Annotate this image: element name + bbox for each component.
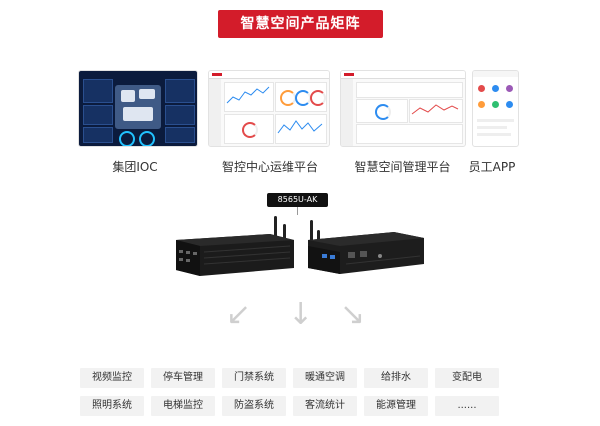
hardware-model-label: 8565U-AK [267, 193, 328, 207]
app-icon [492, 101, 499, 108]
ioc-panel [165, 105, 195, 125]
section-title-banner: 智慧空间产品矩阵 [218, 10, 383, 38]
product-caption-space-management: 智慧空间管理平台 [354, 160, 451, 174]
product-screenshot-ioc[interactable] [78, 70, 198, 147]
ioc-panel [83, 105, 113, 125]
arrow-down-left-icon: ↙ [226, 297, 252, 332]
dash-card [275, 114, 327, 144]
dash-card [356, 124, 463, 144]
app-icon [492, 85, 499, 92]
dash-sidebar [341, 79, 353, 146]
system-cell: ...... [435, 396, 499, 416]
ioc-panel [83, 79, 113, 103]
dash-topbar [209, 71, 329, 79]
system-cell: 给排水 [364, 368, 428, 388]
system-cell: 门禁系统 [222, 368, 286, 388]
ioc-gauge [119, 131, 135, 146]
dash-card [275, 82, 327, 112]
product-screenshot-space-management[interactable] [340, 70, 466, 147]
section-title: 智慧空间产品矩阵 [240, 16, 361, 32]
system-cell: 照明系统 [80, 396, 144, 416]
system-cell: 停车管理 [151, 368, 215, 388]
ioc-panel [83, 127, 113, 143]
app-icon [478, 85, 485, 92]
dash-card [356, 82, 463, 98]
product-caption-employee-app: 员工APP [468, 160, 516, 174]
ioc-panel [165, 79, 195, 103]
ioc-gauge [139, 131, 155, 146]
dash-topbar [341, 71, 465, 79]
product-screenshot-ops-center[interactable] [208, 70, 330, 147]
router-device-icon [176, 216, 424, 276]
system-cell: 变配电 [435, 368, 499, 388]
system-cell: 电梯监控 [151, 396, 215, 416]
app-icon [506, 101, 513, 108]
system-cell: 能源管理 [364, 396, 428, 416]
product-caption-ops-center: 智控中心运维平台 [221, 160, 318, 174]
ioc-building-map [115, 85, 161, 129]
system-cell: 视频监控 [80, 368, 144, 388]
product-screenshot-employee-app[interactable] [472, 70, 519, 147]
dash-sidebar [209, 79, 221, 146]
app-icon [478, 101, 485, 108]
system-cell: 防盗系统 [222, 396, 286, 416]
app-icon [506, 85, 513, 92]
arrow-down-icon: ↓ [288, 297, 314, 332]
system-cell: 暖通空调 [293, 368, 357, 388]
dash-card [224, 114, 274, 144]
dash-card [356, 99, 408, 123]
arrow-down-right-icon: ↘ [340, 297, 366, 332]
dash-card [409, 99, 463, 123]
ioc-panel [165, 127, 195, 143]
system-cell: 客流统计 [293, 396, 357, 416]
hardware-label-connector [297, 207, 298, 215]
dash-card [224, 82, 274, 112]
product-caption-ioc: 集团IOC [112, 160, 158, 174]
